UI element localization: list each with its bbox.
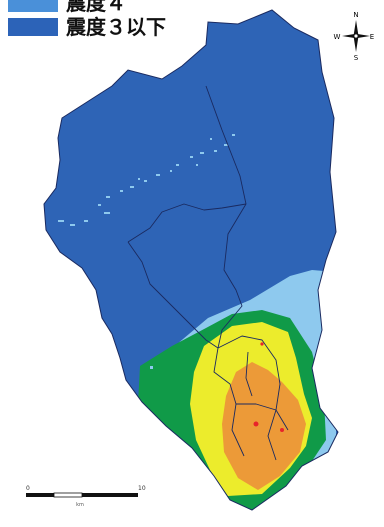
legend-item-intensity-4: 震度４ — [8, 0, 166, 15]
scale-end-label: 10 — [138, 485, 146, 492]
legend-swatch — [8, 0, 58, 12]
zone-intensity-6-upper — [253, 421, 259, 427]
region-outline — [43, 9, 339, 511]
legend-item-intensity-3-or-less: 震度３以下 — [8, 15, 166, 39]
municipal-boundaries — [127, 85, 289, 461]
zone-intensity-6-upper — [280, 428, 284, 432]
scale-start-label: 0 — [26, 485, 30, 492]
scale-unit-label: km — [76, 502, 84, 508]
legend-label: 震度３以下 — [66, 15, 166, 39]
compass-s: S — [354, 54, 359, 62]
compass-n: N — [353, 11, 358, 19]
legend-swatch — [8, 18, 58, 36]
zone-intensity-6-lower — [222, 362, 306, 490]
compass-w: W — [334, 33, 341, 41]
zone-intensity-6-upper — [260, 342, 264, 346]
scale-bar: 0 10 km — [26, 485, 146, 508]
compass-rose-icon: N S W E — [334, 11, 375, 62]
compass-e: E — [370, 33, 374, 41]
legend-label: 震度４ — [66, 0, 126, 15]
legend: 震度４ 震度３以下 — [8, 0, 166, 39]
intensity-4-speckles — [58, 134, 235, 414]
